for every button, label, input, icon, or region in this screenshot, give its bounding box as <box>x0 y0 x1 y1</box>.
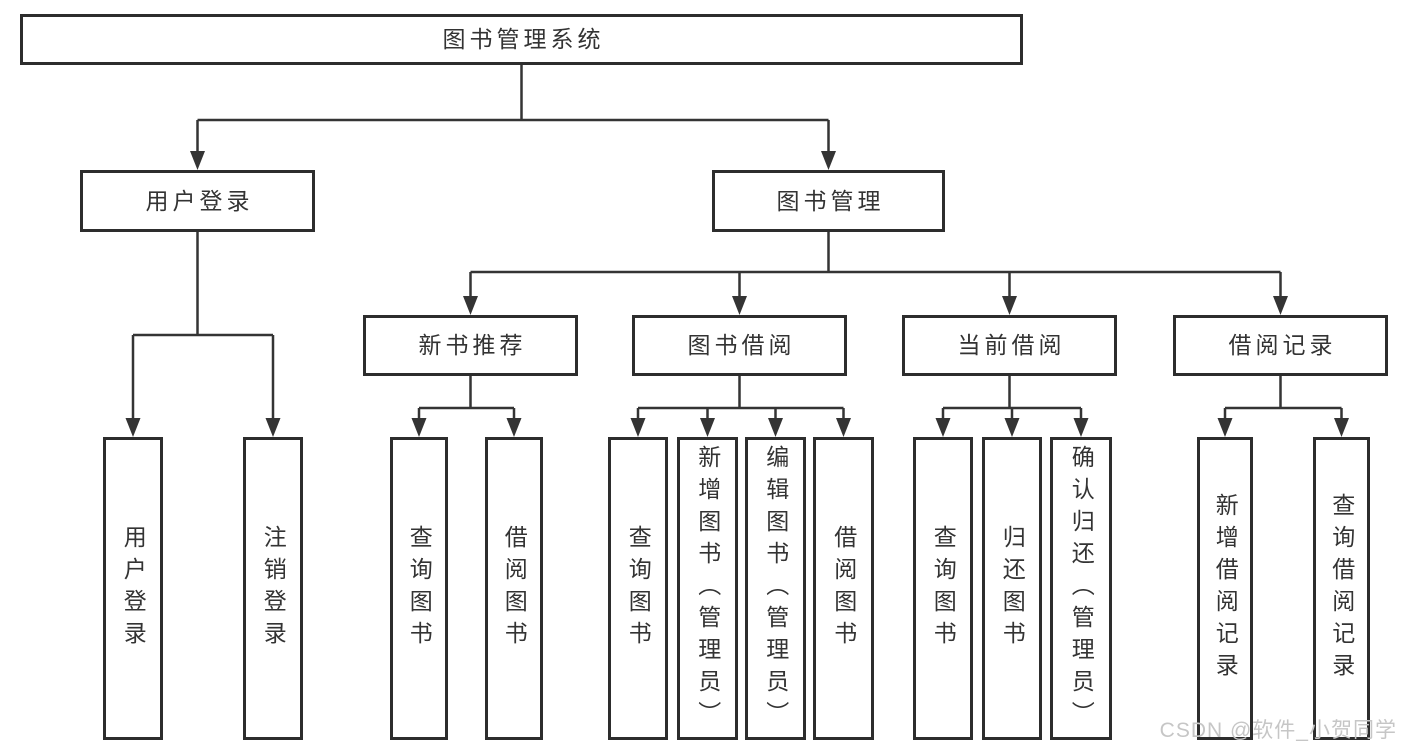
node-label: 新增借阅记录 <box>1212 492 1239 685</box>
node-current: 当前借阅 <box>902 315 1117 376</box>
node-bor-add: 新增图书（管理员） <box>677 437 738 740</box>
node-login: 用户登录 <box>80 170 315 232</box>
node-records: 借阅记录 <box>1173 315 1388 376</box>
node-label: 用户登录 <box>145 187 254 214</box>
node-label: 图书管理 <box>776 187 885 214</box>
node-cur-confirm: 确认归还（管理员） <box>1050 437 1112 740</box>
node-rec-borrow: 借阅图书 <box>485 437 543 740</box>
node-label: 新书推荐 <box>418 332 527 358</box>
node-label: 查询借阅记录 <box>1328 492 1355 685</box>
node-label: 查询图书 <box>625 524 652 653</box>
node-borrow: 图书借阅 <box>632 315 847 376</box>
node-bor-query: 查询图书 <box>608 437 668 740</box>
node-label: 借阅记录 <box>1228 332 1337 358</box>
node-new-rec: 新书推荐 <box>363 315 578 376</box>
node-cur-return: 归还图书 <box>982 437 1042 740</box>
node-hist-query: 查询借阅记录 <box>1313 437 1370 740</box>
node-label: 编辑图书（管理员） <box>762 444 789 733</box>
node-label: 归还图书 <box>999 524 1026 653</box>
node-rec-query: 查询图书 <box>390 437 448 740</box>
node-label: 查询图书 <box>406 524 433 653</box>
node-label: 用户登录 <box>120 524 147 653</box>
node-label: 当前借阅 <box>957 332 1066 358</box>
node-label: 图书借阅 <box>687 332 796 358</box>
node-label: 图书管理系统 <box>442 26 605 52</box>
node-root: 图书管理系统 <box>20 14 1023 65</box>
node-label: 查询图书 <box>930 524 957 653</box>
node-mgmt: 图书管理 <box>712 170 945 232</box>
node-bor-edit: 编辑图书（管理员） <box>745 437 806 740</box>
node-label: 确认归还（管理员） <box>1068 444 1095 733</box>
node-label: 借阅图书 <box>830 524 857 653</box>
node-login-do: 用户登录 <box>103 437 163 740</box>
node-label: 新增图书（管理员） <box>694 444 721 733</box>
node-login-out: 注销登录 <box>243 437 303 740</box>
node-cur-query: 查询图书 <box>913 437 973 740</box>
node-bor-borrow: 借阅图书 <box>813 437 874 740</box>
node-label: 借阅图书 <box>501 524 528 653</box>
watermark: CSDN @软件_小贺同学 <box>1159 719 1397 742</box>
node-hist-add: 新增借阅记录 <box>1197 437 1253 740</box>
node-label: 注销登录 <box>260 524 287 653</box>
